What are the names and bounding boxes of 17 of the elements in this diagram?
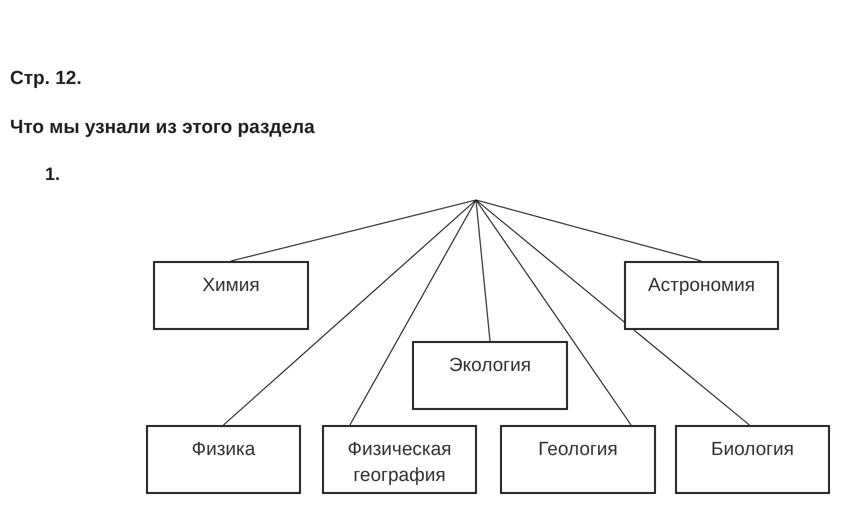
- connector-line: [475, 200, 491, 342]
- subject-box: Физика: [146, 425, 301, 494]
- connector-line: [476, 199, 702, 262]
- section-heading: Что мы узнали из этого раздела: [10, 117, 315, 139]
- connector-line: [230, 199, 476, 262]
- connector-line: [349, 200, 476, 426]
- subject-box: Биология: [675, 425, 830, 494]
- connector-line: [476, 200, 750, 426]
- subject-box: Геология: [500, 425, 656, 494]
- subject-box: Химия: [153, 261, 309, 330]
- connector-line: [223, 200, 476, 426]
- page-heading: Стр. 12.: [10, 68, 82, 90]
- task-number: 1.: [45, 164, 60, 185]
- subject-box: Астрономия: [624, 261, 779, 330]
- connector-line: [476, 200, 632, 426]
- subject-box: Экология: [412, 341, 568, 410]
- subject-box: Физическая география: [322, 425, 477, 494]
